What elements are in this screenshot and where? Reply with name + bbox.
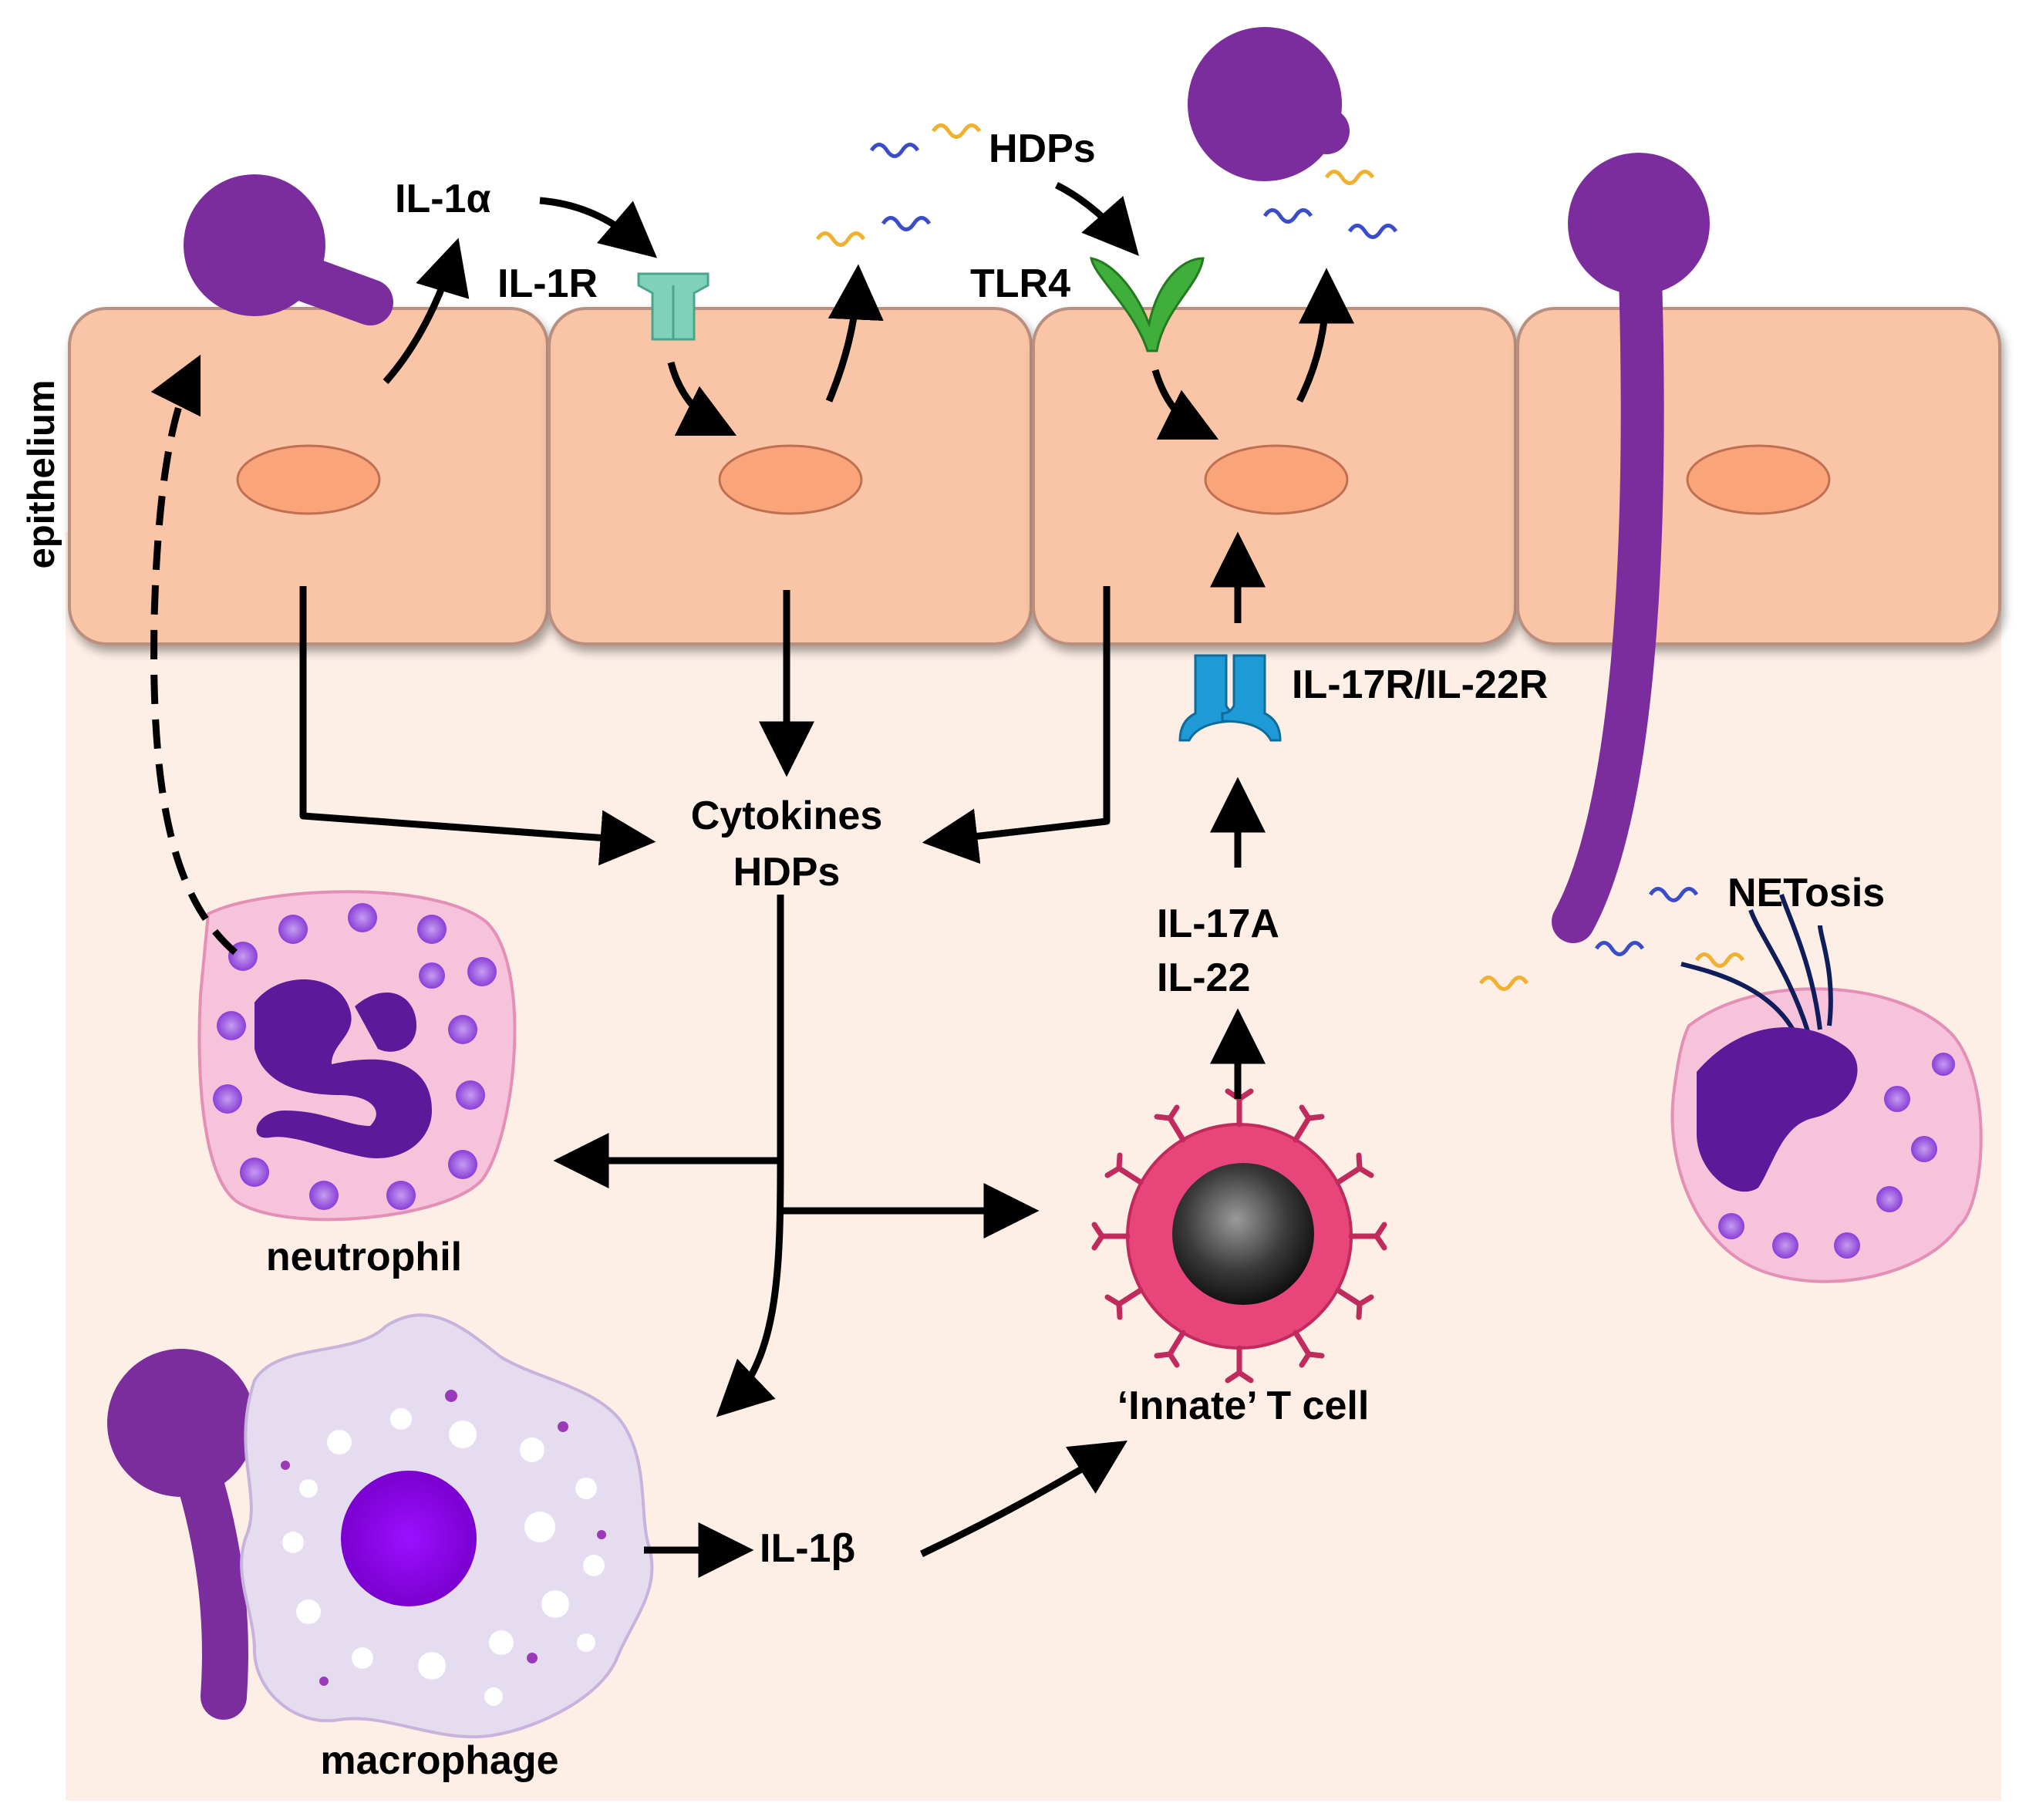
innate-t-cell xyxy=(1091,1088,1387,1384)
macrophage-granules xyxy=(281,1390,606,1686)
neutrophil-cell xyxy=(197,890,517,1222)
granule xyxy=(448,1150,477,1179)
granule xyxy=(213,1084,242,1114)
cell-nucleus xyxy=(1686,444,1831,515)
il1a-label: IL-1α xyxy=(395,177,490,221)
il17r-il22r-label: IL-17R/IL-22R xyxy=(1292,662,1548,707)
granule xyxy=(456,1080,485,1110)
tlr4-receptor-icon xyxy=(1090,257,1205,352)
granule xyxy=(417,915,447,944)
net-fibers xyxy=(1680,894,1833,1039)
macrophage-nucleus xyxy=(341,1471,477,1606)
macrophage-label: macrophage xyxy=(320,1738,558,1783)
pathway-arrows xyxy=(150,181,1354,1578)
granule xyxy=(1932,1053,1955,1076)
il1r-label: IL-1R xyxy=(497,261,598,306)
cell-nucleus xyxy=(236,444,381,515)
epithelium-label: epithelium xyxy=(21,379,62,568)
fungus-hypha-left xyxy=(184,174,393,325)
cell-nucleus xyxy=(1204,444,1349,515)
arrow-il1r-to-nucleus xyxy=(667,361,737,436)
granule xyxy=(386,1181,416,1210)
tlr4-label: TLR4 xyxy=(970,261,1070,306)
hdps-top-label: HDPs xyxy=(989,126,1096,171)
granule xyxy=(348,903,377,932)
il1r-receptor-icon xyxy=(637,272,710,341)
arrow-hdp-release-1 xyxy=(825,264,884,403)
il17a-label: IL-17A xyxy=(1157,902,1279,946)
il1b-label: IL-1β xyxy=(760,1526,855,1571)
fungus-hypha-bottom-left xyxy=(107,1349,255,1720)
peptide-cluster-il1r xyxy=(815,123,982,247)
peptide-cluster-tlr4 xyxy=(1262,170,1398,239)
granule xyxy=(1772,1232,1798,1259)
granule xyxy=(467,957,497,986)
t-cell-receptors xyxy=(1091,1088,1387,1384)
granule xyxy=(309,1181,339,1210)
il22-label: IL-22 xyxy=(1157,956,1250,1000)
macrophage-cell xyxy=(240,1313,654,1739)
hdps-center-label: HDPs xyxy=(733,850,841,895)
granule xyxy=(278,915,308,944)
granule xyxy=(448,1015,477,1044)
arrow-tlr4-to-nucleus xyxy=(1151,369,1219,440)
il17r-il22r-receptor-icon xyxy=(1178,654,1282,742)
epithelium-layer xyxy=(68,307,2001,645)
fungus-yeast-top xyxy=(1188,27,1350,181)
arrow-cell3-to-cytokines xyxy=(922,586,1111,865)
granule xyxy=(1834,1232,1860,1259)
granule xyxy=(1718,1213,1744,1239)
granule xyxy=(419,962,445,989)
arrow-il1a-release xyxy=(383,238,470,384)
netosis-neutrophil xyxy=(1670,894,1983,1283)
arrow-to-macrophage xyxy=(716,1160,784,1417)
granule xyxy=(217,1011,246,1040)
arrow-il1a-to-il1r xyxy=(539,197,658,258)
innate-t-cell-label: ‘Innate’ T cell xyxy=(1117,1384,1370,1428)
macrophage-vesicles xyxy=(282,1408,605,1706)
neutrophil-label: neutrophil xyxy=(266,1235,462,1279)
granule xyxy=(1876,1186,1903,1212)
granule xyxy=(240,1158,269,1187)
arrow-neutrophil-to-fungus-dashed xyxy=(150,354,238,956)
cell-nucleus xyxy=(718,444,863,515)
arrow-hdps-to-tlr4 xyxy=(1054,181,1139,256)
arrow-hdp-release-2 xyxy=(1296,268,1354,403)
granule xyxy=(1911,1136,1937,1162)
granule xyxy=(1884,1086,1910,1112)
arrow-il1b-to-tcell xyxy=(920,1440,1127,1558)
netosis-label: NETosis xyxy=(1727,871,1885,915)
fungus-hypha-right xyxy=(1552,153,1710,943)
cytokines-label: Cytokines xyxy=(691,794,883,838)
peptide-cluster-netosis xyxy=(1478,887,1745,991)
arrow-cell1-to-cytokines xyxy=(299,586,656,866)
